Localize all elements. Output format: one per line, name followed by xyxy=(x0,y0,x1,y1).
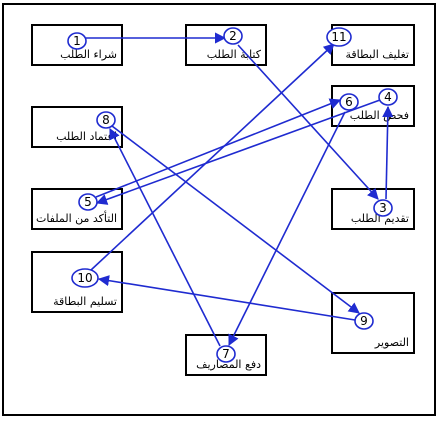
box-label-step-6: فحص الطلب xyxy=(349,109,409,122)
flow-arrow xyxy=(90,43,335,271)
box-label-step-3: تقديم الطلب xyxy=(350,212,409,225)
step-number-label: 9 xyxy=(360,314,368,328)
step-number-marker: 4 xyxy=(378,88,398,106)
flow-arrow xyxy=(228,111,346,347)
step-number-circle xyxy=(67,32,87,50)
step-number-label: 8 xyxy=(102,113,110,127)
box-label-step-7: دفع المصاريف xyxy=(196,358,261,371)
step-number-circle xyxy=(223,27,243,45)
box-label-step-10: تسليم البطاقة xyxy=(53,295,117,308)
step-number-label: 5 xyxy=(84,195,92,209)
box-label-step-1: شراء الطلب xyxy=(60,48,117,61)
step-number-marker: 3 xyxy=(373,199,393,217)
step-number-marker: 1 xyxy=(67,32,87,50)
flow-arrow xyxy=(95,99,381,205)
step-number-circle xyxy=(378,88,398,106)
step-number-marker: 9 xyxy=(354,312,374,330)
box-label-step-5: التأكد من الملفات xyxy=(35,212,117,225)
box-label-step-2: كتابة الطلب xyxy=(206,48,261,61)
step-number-label: 7 xyxy=(222,347,230,361)
step-number-circle xyxy=(71,268,99,288)
flow-arrow xyxy=(237,44,379,200)
step-number-marker: 11 xyxy=(326,27,352,47)
box-label-step-8: اعتماد الطلب xyxy=(56,130,117,143)
step-number-circle xyxy=(78,193,98,211)
step-number-label: 1 xyxy=(73,34,81,48)
step-number-marker: 5 xyxy=(78,193,98,211)
step-number-marker: 7 xyxy=(216,345,236,363)
step-number-label: 6 xyxy=(345,95,353,109)
step-number-label: 2 xyxy=(229,29,237,43)
step-number-marker: 6 xyxy=(339,93,359,111)
step-number-marker: 10 xyxy=(71,268,99,288)
step-number-circle xyxy=(326,27,352,47)
step-number-circle xyxy=(373,199,393,217)
step-number-circle xyxy=(216,345,236,363)
flow-arrow xyxy=(97,275,356,321)
flow-arrow xyxy=(382,105,394,200)
step-number-marker: 8 xyxy=(96,111,116,129)
flow-arrow xyxy=(109,128,221,347)
step-number-label: 4 xyxy=(384,90,392,104)
step-number-label: 11 xyxy=(331,30,346,44)
step-number-label: 10 xyxy=(77,271,92,285)
step-number-circle xyxy=(339,93,359,111)
box-label-step-11: تغليف البطاقة xyxy=(345,48,409,61)
flow-arrow xyxy=(95,98,342,198)
box-step-3: تقديم الطلب xyxy=(331,188,415,230)
step-number-label: 3 xyxy=(379,201,387,215)
step-number-circle xyxy=(96,111,116,129)
step-number-marker: 2 xyxy=(223,27,243,45)
flow-arrow xyxy=(111,125,360,314)
box-label-step-9: التصوير xyxy=(374,336,409,349)
step-number-circle xyxy=(354,312,374,330)
